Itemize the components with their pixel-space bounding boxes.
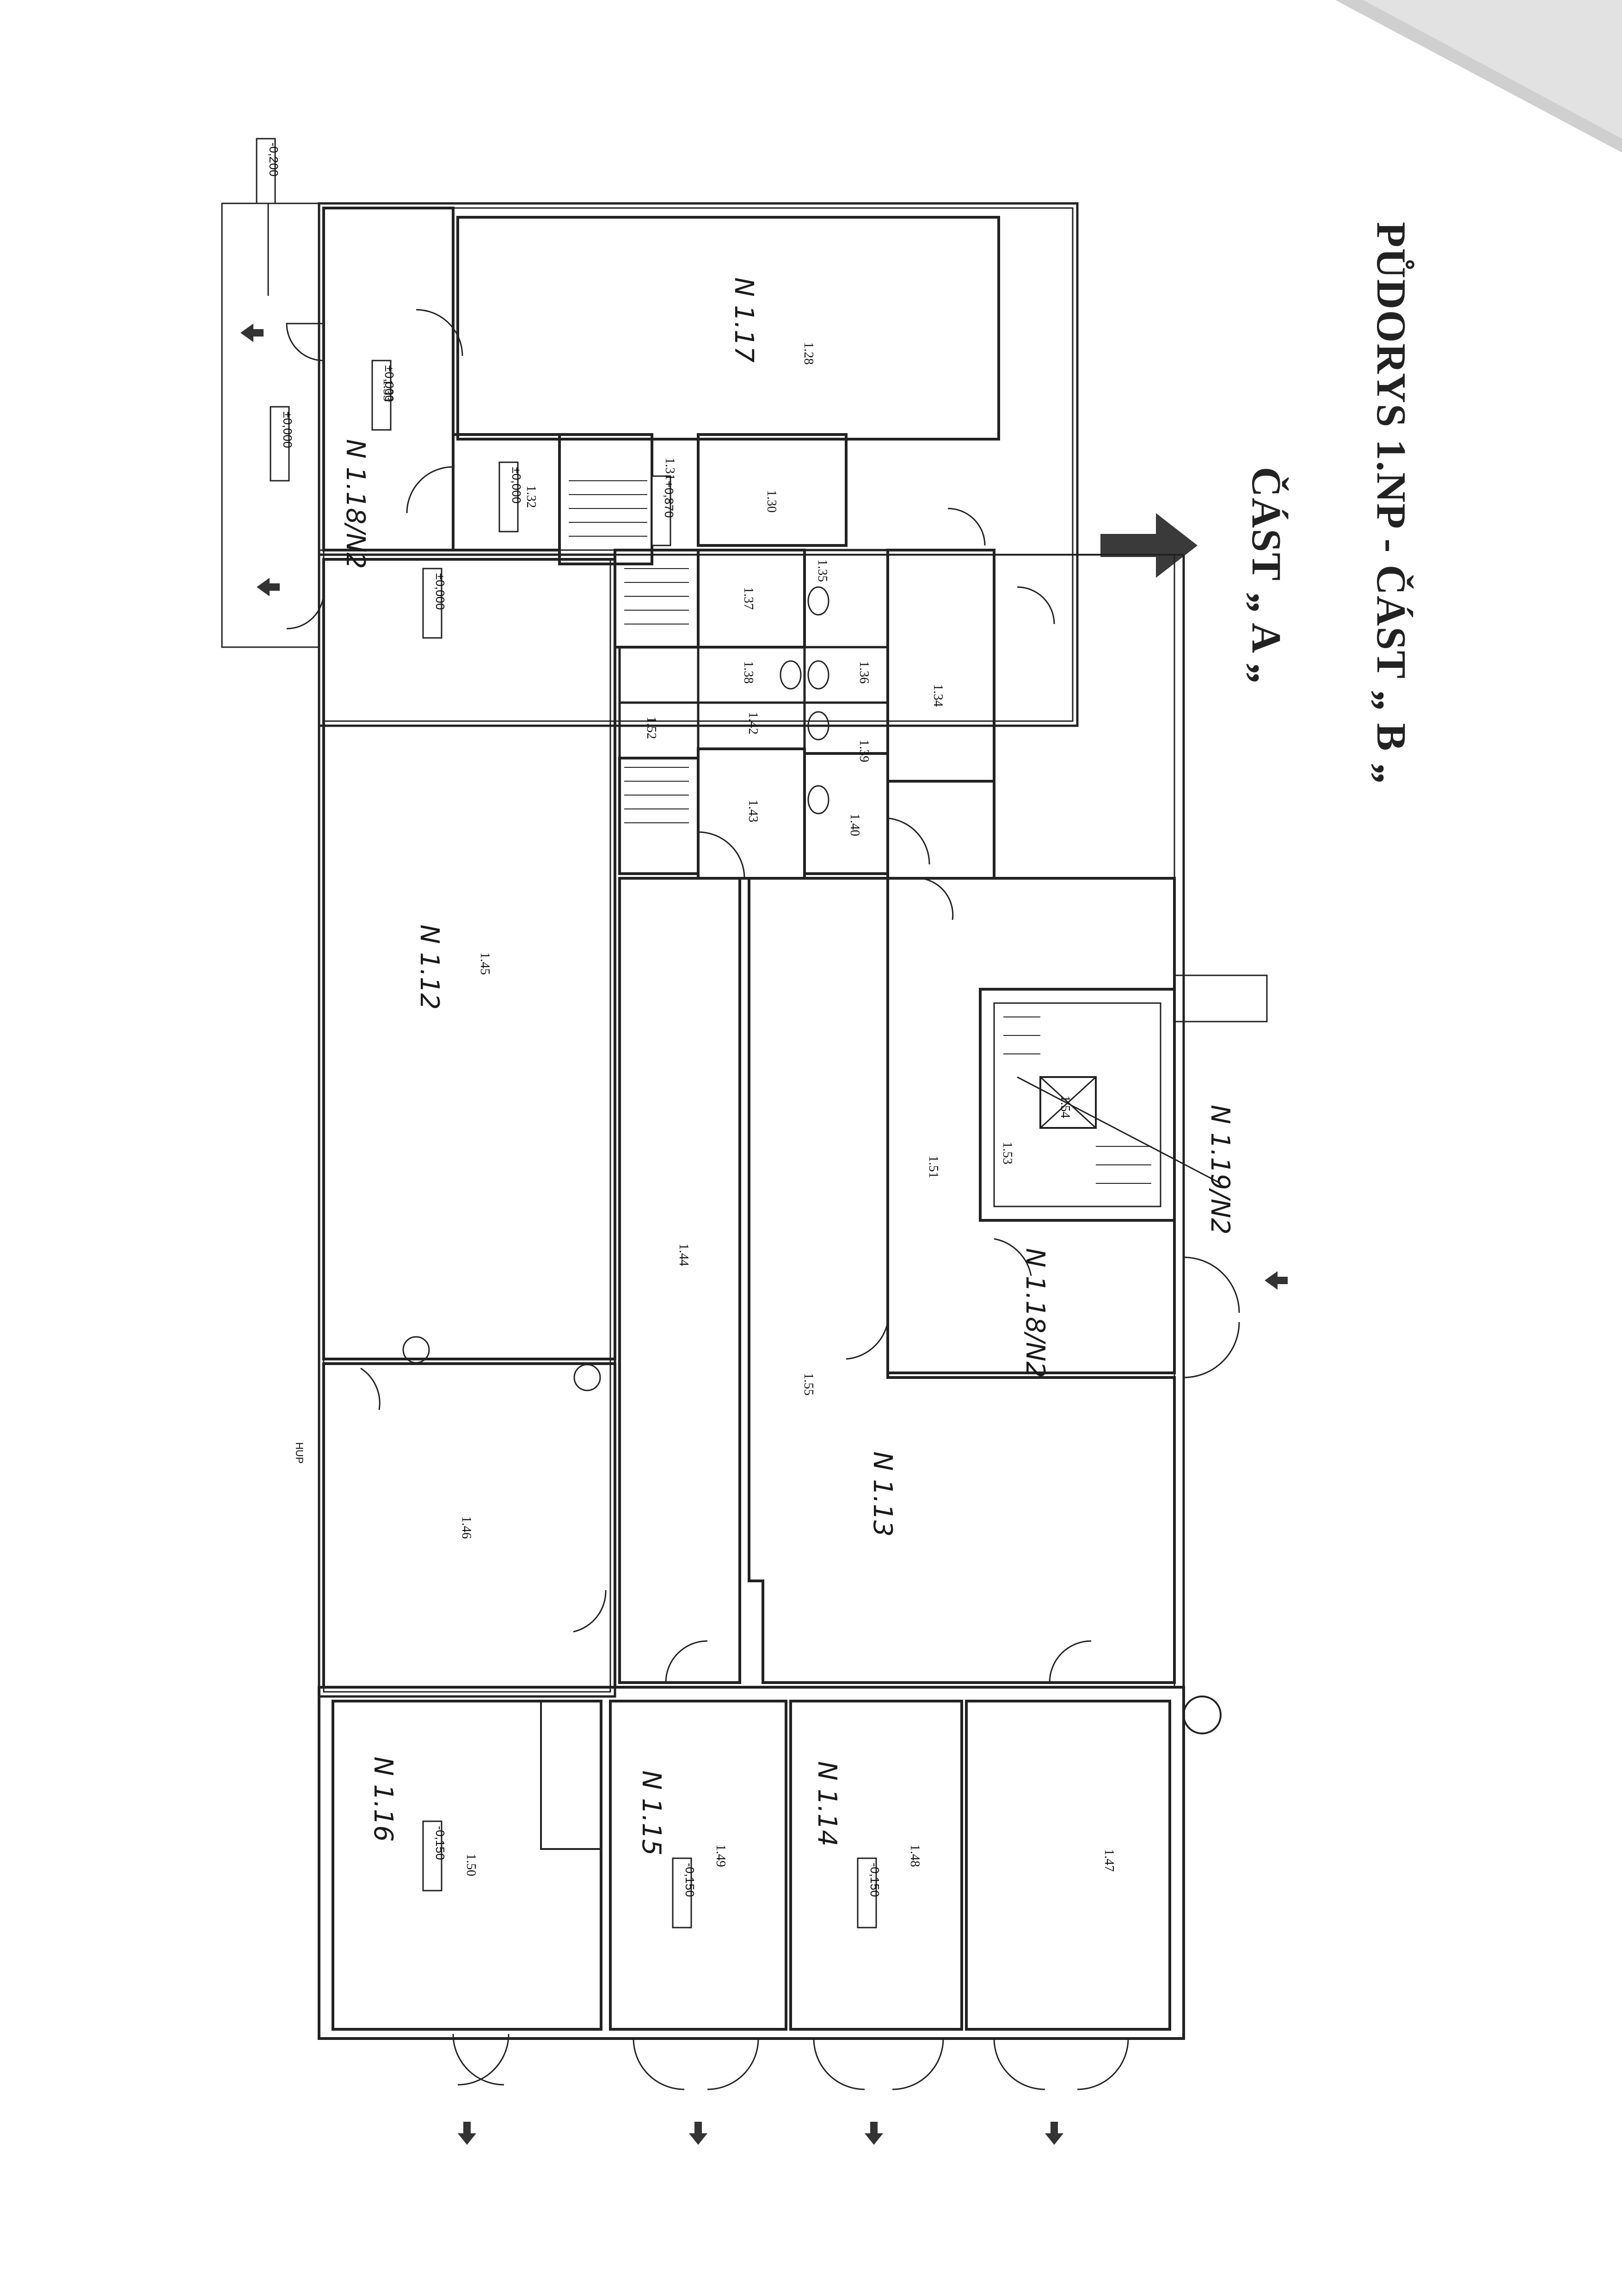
room-1-32: 1.32 xyxy=(524,485,538,508)
room-1-38: 1.38 xyxy=(741,661,756,684)
direction-arrow-icon xyxy=(1100,513,1198,578)
level-1-49: -0,150 xyxy=(683,1863,697,1897)
level-1-48: -0,150 xyxy=(868,1863,882,1897)
room-1-46: 1.46 xyxy=(459,1516,473,1539)
room-1-37: 1.37 xyxy=(741,587,756,610)
note-1-13: N 1.13 xyxy=(867,1451,897,1537)
level-1-45: ±0,000 xyxy=(433,573,447,610)
level-entrance: -0,200 xyxy=(267,142,281,177)
level-1-33: ±0,000 xyxy=(382,365,396,402)
level-1-50: -0,150 xyxy=(433,1826,447,1860)
stair-treads xyxy=(569,480,1221,1184)
level-1-32: ±0,000 xyxy=(510,467,523,503)
room-1-44: 1.44 xyxy=(676,1243,691,1266)
room-1-55: 1.55 xyxy=(801,1373,816,1396)
room-1-45: 1.45 xyxy=(478,952,492,975)
room-1-50: 1.50 xyxy=(464,1854,478,1876)
entrance-arrow-icon xyxy=(240,324,264,342)
note-1-17: N 1.17 xyxy=(729,277,759,363)
room-1-35: 1.35 xyxy=(815,559,829,582)
room-1-39: 1.39 xyxy=(857,740,871,762)
room-1-33: 1.33 xyxy=(381,379,395,402)
entrance-arrow-icon xyxy=(865,2122,883,2145)
room-1-36: 1.36 xyxy=(857,661,871,684)
entrance-arrow-icon xyxy=(458,2122,476,2145)
room-1-31: 1.31 xyxy=(663,458,677,480)
note-1-19: N 1.19/N2 xyxy=(1205,1105,1235,1235)
room-1-42: 1.42 xyxy=(746,712,760,735)
room-1-30: 1.30 xyxy=(764,490,779,513)
room-1-43: 1.43 xyxy=(746,800,760,822)
room-1-51: 1.51 xyxy=(926,1156,940,1178)
level-boxes xyxy=(256,138,877,1929)
room-1-40: 1.40 xyxy=(848,814,862,836)
entrance-arrow-icon xyxy=(689,2122,707,2145)
wc-fixtures xyxy=(402,586,829,1391)
entrance-arrow-icon xyxy=(1045,2122,1063,2145)
page-corner-fold xyxy=(1335,0,1622,153)
entrance-arrows xyxy=(240,324,1288,2145)
entrance-arrow-icon xyxy=(257,578,280,596)
level-1-31: +0,870 xyxy=(662,481,676,518)
note-1-14: N 1.14 xyxy=(812,1761,842,1846)
hup-label: HUP xyxy=(294,1442,305,1463)
level-terrace: ±0,000 xyxy=(281,411,295,448)
note-1-15: N 1.15 xyxy=(636,1770,666,1855)
note-1-12: N 1.12 xyxy=(414,925,444,1010)
room-1-53: 1.53 xyxy=(1000,1142,1014,1164)
entrance-arrow-icon xyxy=(1265,1271,1288,1290)
walls xyxy=(221,202,1268,2040)
door-swings xyxy=(286,309,1240,2090)
room-1-34: 1.34 xyxy=(931,684,945,707)
note-1-16: N 1.16 xyxy=(368,1757,398,1842)
note-1-18-a: N 1.18/N2 xyxy=(340,439,370,569)
room-1-54: 1.54 xyxy=(1058,1096,1072,1118)
room-1-49: 1.49 xyxy=(713,1844,728,1867)
note-1-18-b: N 1.18/N2 xyxy=(1020,1248,1050,1378)
room-1-48: 1.48 xyxy=(908,1844,922,1867)
room-1-52: 1.52 xyxy=(644,716,658,739)
room-1-28: 1.28 xyxy=(801,342,816,365)
room-1-47: 1.47 xyxy=(1102,1849,1116,1872)
